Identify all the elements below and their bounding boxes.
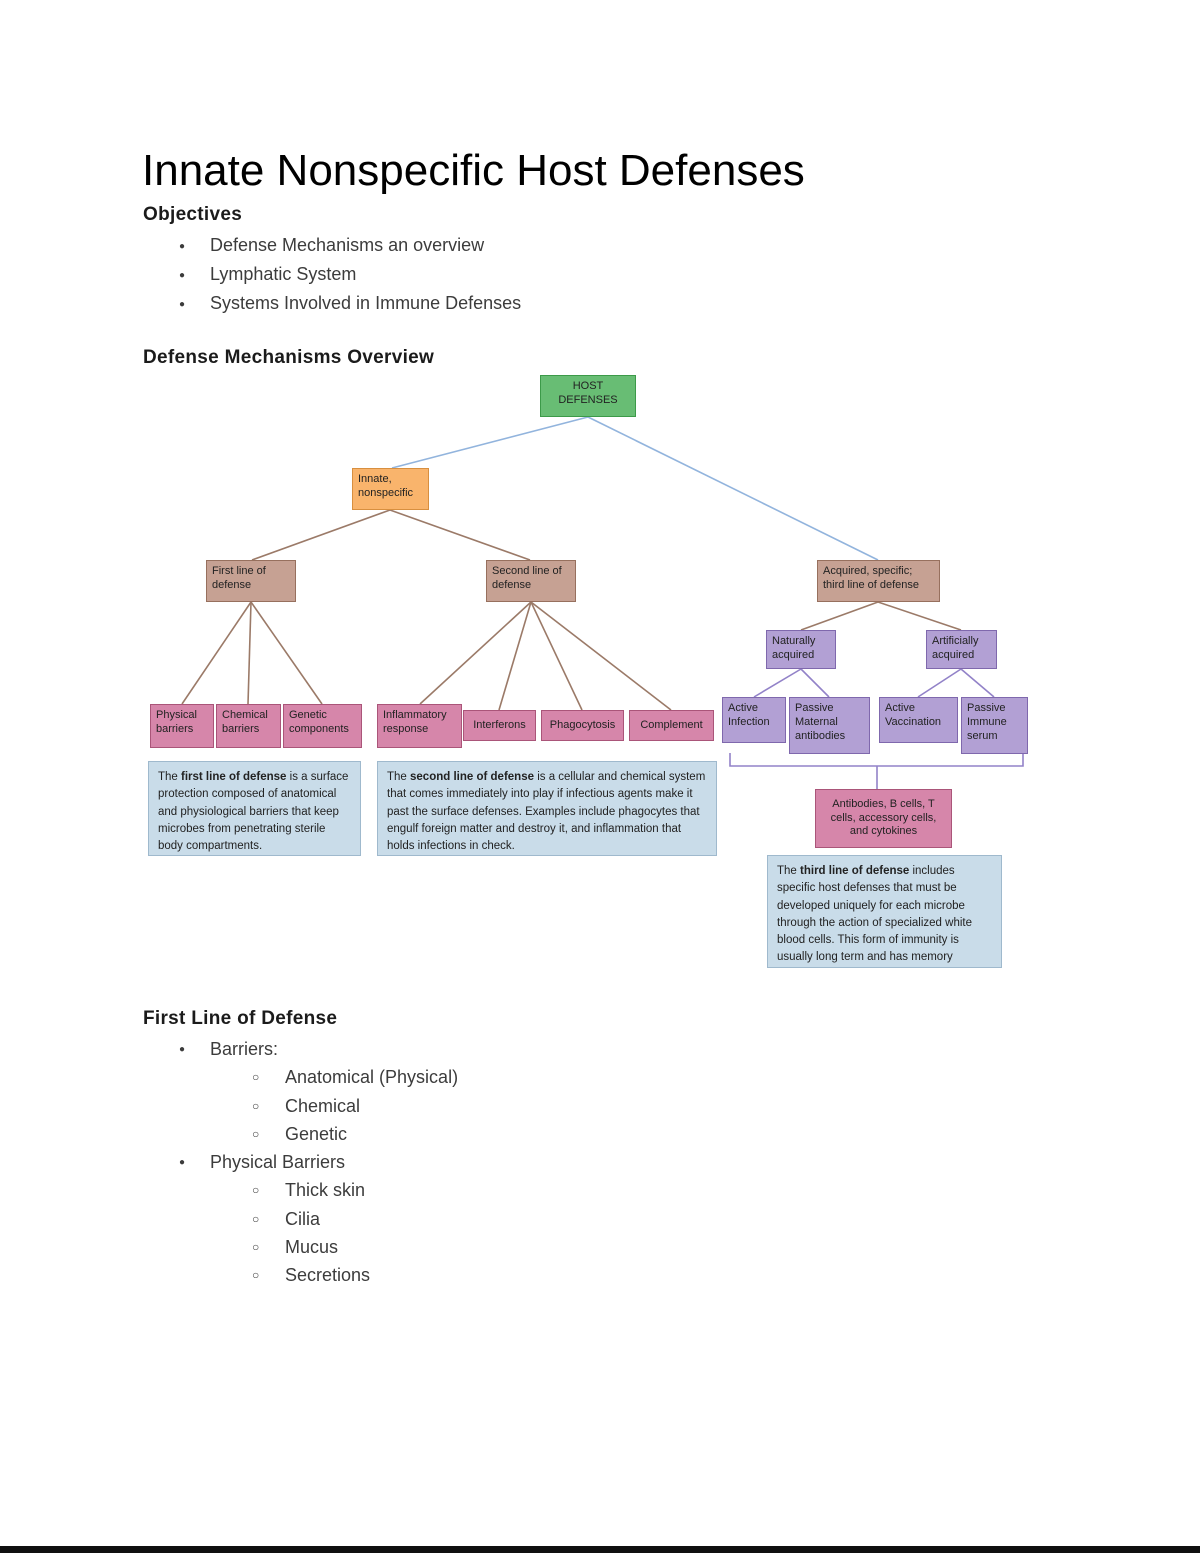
desc-bold-term: first line of defense: [181, 771, 287, 783]
connectors-acquired-level: [729, 668, 1024, 789]
node-genetic-components: Genetic components: [283, 704, 362, 748]
description-first-line: The first line of defense is a surface p…: [148, 761, 361, 856]
node-passive-maternal-antibodies: Passive Maternal antibodies: [789, 697, 870, 754]
desc-prefix: The: [158, 771, 182, 783]
description-third-line: The third line of defense includes speci…: [767, 855, 1002, 968]
list-item-label: Thick skin: [285, 1180, 366, 1201]
list-item-label: Secretions: [285, 1265, 371, 1286]
node-phagocytosis: Phagocytosis: [541, 710, 624, 741]
list-item-label: Mucus: [285, 1237, 339, 1258]
list-item-label: Systems Involved in Immune Defenses: [210, 293, 522, 313]
list-item: Defense Mechanisms an overview: [143, 231, 521, 261]
node-interferons: Interferons: [463, 710, 536, 741]
list-item: Systems Involved in Immune Defenses: [143, 289, 522, 319]
objectives-list: Defense Mechanisms an overview Lymphatic…: [143, 231, 522, 319]
node-inflammatory-response: Inflammatory response: [377, 704, 462, 748]
list-item: Genetic: [143, 1120, 458, 1149]
list-item: Mucus: [143, 1233, 458, 1262]
list-item: Secretions: [143, 1261, 458, 1290]
node-antibodies-b-t-cells: Antibodies, B cells, T cells, accessory …: [815, 789, 952, 848]
first-line-list: Barriers: Anatomical (Physical) Chemical…: [143, 1035, 458, 1290]
list-item: Anatomical (Physical): [143, 1063, 459, 1092]
node-artificially-acquired: Artificially acquired: [926, 630, 997, 669]
description-second-line: The second line of defense is a cellular…: [377, 761, 717, 856]
desc-bold-term: third line of defense: [800, 865, 910, 877]
desc-rest: includes specific host defenses that mus…: [777, 865, 972, 964]
node-chemical-barriers: Chemical barriers: [216, 704, 281, 748]
node-active-infection: Active Infection: [722, 697, 786, 743]
list-item-label: Genetic: [285, 1123, 348, 1144]
node-host-defenses: HOST DEFENSES: [540, 375, 636, 417]
desc-bold-term: second line of defense: [410, 771, 534, 783]
node-active-vaccination: Active Vaccination: [879, 697, 958, 743]
node-second-line-of-defense: Second line of defense: [486, 560, 576, 602]
list-item-label: Physical Barriers: [210, 1152, 346, 1173]
first-line-heading: First Line of Defense: [143, 1008, 338, 1029]
list-item: Thick skin: [143, 1176, 458, 1205]
list-item: Lymphatic System: [143, 260, 521, 290]
list-item-label: Defense Mechanisms an overview: [210, 235, 485, 255]
connectors-host-level: [391, 416, 879, 561]
list-item-label: Chemical: [285, 1095, 361, 1116]
list-item: Cilia: [143, 1205, 458, 1234]
overview-heading: Defense Mechanisms Overview: [143, 347, 435, 368]
desc-prefix: The: [387, 771, 411, 783]
list-item-label: Lymphatic System: [210, 264, 357, 284]
node-complement: Complement: [629, 710, 714, 741]
desc-rest: is a surface protection composed of anat…: [158, 771, 349, 852]
desc-prefix: The: [777, 865, 801, 877]
node-naturally-acquired: Naturally acquired: [766, 630, 836, 669]
connectors-innate-level: [181, 509, 962, 711]
node-innate-nonspecific: Innate, nonspecific: [352, 468, 429, 510]
list-item: Barriers:: [143, 1035, 458, 1065]
objectives-heading: Objectives: [143, 204, 243, 225]
list-item-label: Anatomical (Physical): [285, 1067, 459, 1088]
list-item-label: Barriers:: [210, 1039, 279, 1059]
node-physical-barriers: Physical barriers: [150, 704, 214, 748]
list-item: Chemical: [143, 1092, 458, 1121]
list-item: Physical Barriers: [143, 1148, 458, 1178]
node-acquired-specific: Acquired, specific; third line of defens…: [817, 560, 940, 602]
page-title: Innate Nonspecific Host Defenses: [142, 146, 805, 195]
list-item-label: Cilia: [285, 1208, 321, 1229]
page-break-bar: [0, 1546, 1200, 1553]
node-first-line-of-defense: First line of defense: [206, 560, 296, 602]
desc-rest: is a cellular and chemical system that c…: [387, 771, 706, 852]
node-passive-immune-serum: Passive Immune serum: [961, 697, 1028, 754]
